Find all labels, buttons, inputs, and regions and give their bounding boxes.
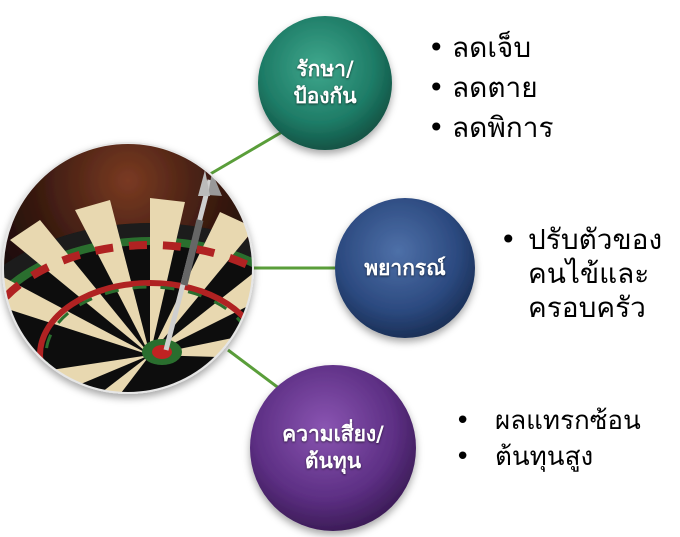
- node-risk-label-line1: ความเสี่ยง/: [282, 422, 384, 446]
- node-prognosis-label-text: พยากรณ์: [364, 255, 446, 280]
- prognosis-line3: ครอบครัว: [528, 291, 646, 324]
- bullet-icon: •: [455, 442, 471, 472]
- risk-bullet-list: •ผลแทรกซ้อน •ต้นทุนสูง: [455, 403, 641, 475]
- bullet-icon: •: [428, 71, 445, 104]
- node-prevention-label: รักษา/ ป้องกัน: [258, 50, 392, 116]
- bullet-icon: •: [455, 406, 471, 436]
- connector-prevention: [199, 130, 283, 182]
- list-item: •ลดเจ็บ: [428, 28, 554, 68]
- node-prognosis-label: พยากรณ์: [335, 252, 475, 284]
- bullet-icon: •: [500, 223, 517, 256]
- node-prognosis: [335, 198, 475, 338]
- node-risk-label: ความเสี่ยง/ ต้นทุน: [255, 418, 411, 478]
- node-risk: [250, 365, 416, 531]
- node-risk-label-line2: ต้นทุน: [304, 449, 362, 473]
- node-prevention-label-line2: ป้องกัน: [293, 84, 357, 108]
- bullet-icon: •: [428, 111, 445, 144]
- list-item: •ต้นทุนสูง: [455, 439, 641, 475]
- list-item: •ลดพิการ: [428, 108, 554, 148]
- prognosis-bullet-list: • ปรับตัวของ คนไข้และ ครอบครัว: [500, 223, 680, 325]
- prevention-bullet-list: •ลดเจ็บ •ลดตาย •ลดพิการ: [428, 28, 554, 148]
- node-prevention: [258, 16, 392, 150]
- list-item: • ปรับตัวของ คนไข้และ ครอบครัว: [500, 223, 680, 325]
- prognosis-line1: ปรับตัวของ: [528, 223, 663, 256]
- list-item: •ผลแทรกซ้อน: [455, 403, 641, 439]
- node-prevention-label-line1: รักษา/: [296, 57, 354, 81]
- list-item: •ลดตาย: [428, 68, 554, 108]
- bullet-icon: •: [428, 31, 445, 64]
- prognosis-line2: คนไข้และ: [528, 257, 650, 290]
